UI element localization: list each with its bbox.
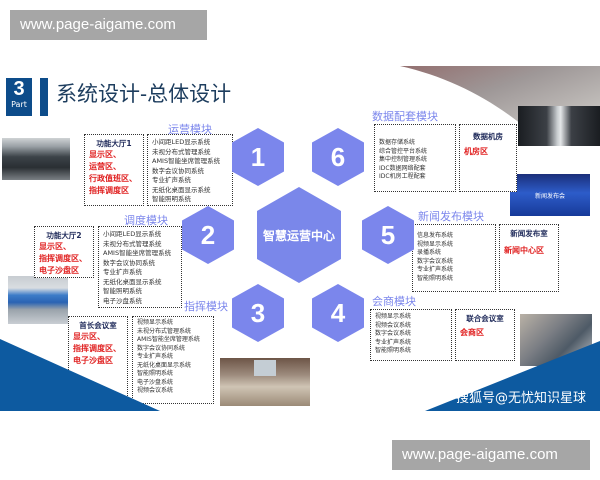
system-item: 视频会议系统: [375, 321, 412, 329]
hall-title: 联合会议室: [466, 314, 504, 323]
system-item: 智能照明系统: [103, 287, 142, 295]
press-conference-photo: 新闻发布会: [510, 174, 590, 216]
system-item: 电子沙盘系统: [137, 378, 174, 386]
hall-box-operations: 功能大厅1 显示区、 运营区、 行政值班区、 指挥调度区: [84, 134, 144, 206]
system-item: 电子沙盘系统: [103, 296, 142, 305]
system-item: 录播系统: [417, 249, 442, 256]
system-item: 数字会议协同系统: [137, 344, 186, 352]
zone: 指挥调度区: [89, 186, 129, 195]
system-item: 无纸化桌面显示系统: [137, 361, 192, 369]
server-room-photo: [518, 106, 600, 146]
hall-box-dispatch: 功能大厅2 显示区、 指挥调度区、 电子沙盘区: [34, 226, 94, 278]
system-item: 视频显示系统: [417, 240, 454, 248]
hex-1: 1: [232, 128, 284, 186]
hall-box-business: 联合会议室 会商区: [455, 309, 515, 361]
system-item: 未视分布式管理系统: [103, 239, 162, 248]
module-title-press: 新闻发布模块: [418, 210, 484, 223]
system-item: 无纸化桌面显示系统: [152, 185, 211, 194]
system-item: 智能照明系统: [375, 347, 412, 354]
system-item: 未视分布式管理系统: [137, 327, 192, 335]
module-title-business: 会商模块: [372, 295, 416, 308]
zone: 新闻中心区: [504, 246, 544, 255]
system-item: 视频会议系统: [137, 387, 174, 394]
system-item: 综合管控平台系统: [379, 147, 428, 155]
hex-4: 4: [312, 284, 364, 342]
source-credit: 搜狐号@无忧知识星球: [455, 391, 586, 406]
hall-box-data: 数据机房 机房区: [459, 124, 517, 192]
hall-photo: [2, 138, 70, 180]
hex-6: 6: [312, 128, 364, 186]
system-item: 专业扩声系统: [103, 268, 142, 276]
system-item: 无纸化桌面显示系统: [103, 277, 162, 286]
system-item: 专业扩声系统: [375, 338, 412, 346]
system-item: 未视分布式管理系统: [152, 147, 211, 156]
system-item: 数字会议协同系统: [103, 258, 155, 267]
system-item: 视频显示系统: [137, 319, 174, 326]
zone: 电子沙盘区: [39, 266, 79, 275]
system-item: 智能照明系统: [152, 195, 191, 203]
zone: 行政值班区、: [89, 174, 137, 183]
systems-box-operations: 小间距LED显示系统 未视分布式管理系统 AMIS智能坐席管理系统 数字会议协同…: [147, 134, 233, 206]
system-item: 小间距LED显示系统: [103, 230, 162, 238]
hall-title: 数据机房: [473, 132, 503, 141]
system-item: 视频显示系统: [375, 313, 412, 320]
module-title-dispatch: 调度模块: [124, 214, 168, 227]
zone: 指挥调度区、: [73, 344, 121, 353]
zone: 显示区、: [39, 242, 71, 251]
hex-2: 2: [182, 206, 234, 264]
module-title-data: 数据配套模块: [372, 110, 438, 123]
system-item: 数据存储系统: [379, 139, 416, 146]
system-item: IDC机房工程配套: [379, 173, 426, 180]
system-item: 智能照明系统: [137, 370, 174, 377]
center-hub-hex: 智慧运营中心: [257, 187, 341, 283]
zone: 电子沙盘区: [73, 356, 113, 365]
systems-box-business: 视频显示系统 视频会议系统 数字会议系统 专业扩声系统 智能照明系统: [370, 309, 452, 361]
zone: 显示区、: [73, 332, 105, 341]
system-item: AMIS智能坐席管理系统: [103, 249, 172, 257]
zone: 运营区、: [89, 162, 121, 171]
page-title: 系统设计-总体设计: [56, 82, 232, 106]
meeting-screen: [254, 360, 276, 376]
control-room-photo: [8, 276, 68, 324]
part-badge: 3 Part: [6, 78, 32, 116]
system-item: IDC数据网络配套: [379, 164, 426, 172]
systems-box-command: 视频显示系统 未视分布式管理系统 AMIS智能坐席管理系统 数字会议协同系统 专…: [132, 316, 214, 404]
systems-box-dispatch: 小间距LED显示系统 未视分布式管理系统 AMIS智能坐席管理系统 数字会议协同…: [98, 226, 182, 308]
part-label: Part: [11, 100, 27, 109]
slide: 3 Part 系统设计-总体设计 新闻发布会 运营模块 功能大厅1 显示区、 运…: [0, 66, 600, 411]
system-item: 智能照明系统: [417, 274, 454, 282]
system-item: 信息发布系统: [417, 232, 454, 239]
hex-5: 5: [362, 206, 414, 264]
zone: 指挥调度区、: [39, 254, 87, 263]
systems-box-press: 信息发布系统 视频显示系统 录播系统 数字会议系统 专业扩声系统 智能照明系统: [412, 224, 496, 292]
hall-title: 首长会议室: [79, 321, 117, 330]
system-item: 数字会议系统: [375, 330, 412, 337]
hall-title: 功能大厅1: [96, 139, 132, 148]
system-item: 专业扩声系统: [152, 176, 191, 184]
system-item: 专业扩声系统: [137, 353, 174, 360]
system-item: 专业扩声系统: [417, 266, 454, 273]
system-item: AMIS智能坐席管理系统: [137, 336, 200, 343]
zone: 显示区、: [89, 150, 121, 159]
watermark-top: www.page-aigame.com: [10, 10, 207, 40]
hall-title: 新闻发布室: [510, 229, 548, 238]
watermark-bottom: www.page-aigame.com: [392, 440, 590, 470]
hall-title: 功能大厅2: [46, 231, 82, 240]
hall-box-press: 新闻发布室 新闻中心区: [499, 224, 559, 292]
system-item: 集中控制管理系统: [379, 156, 428, 163]
part-number: 3: [13, 78, 25, 100]
system-item: 数字会议协同系统: [152, 166, 204, 175]
module-title-command: 指挥模块: [184, 300, 228, 313]
system-item: 数字会议系统: [417, 257, 454, 265]
system-item: AMIS智能坐席管理系统: [152, 157, 221, 165]
system-item: 小间距LED显示系统: [152, 138, 211, 146]
title-bar: [40, 78, 48, 116]
zone: 会商区: [460, 328, 484, 337]
press-caption: 新闻发布会: [534, 192, 565, 200]
module-title-operations: 运营模块: [168, 123, 212, 136]
zone: 机房区: [464, 147, 488, 156]
systems-box-data: 数据存储系统 综合管控平台系统 集中控制管理系统 IDC数据网络配套 IDC机房…: [374, 124, 456, 192]
hex-3: 3: [232, 284, 284, 342]
